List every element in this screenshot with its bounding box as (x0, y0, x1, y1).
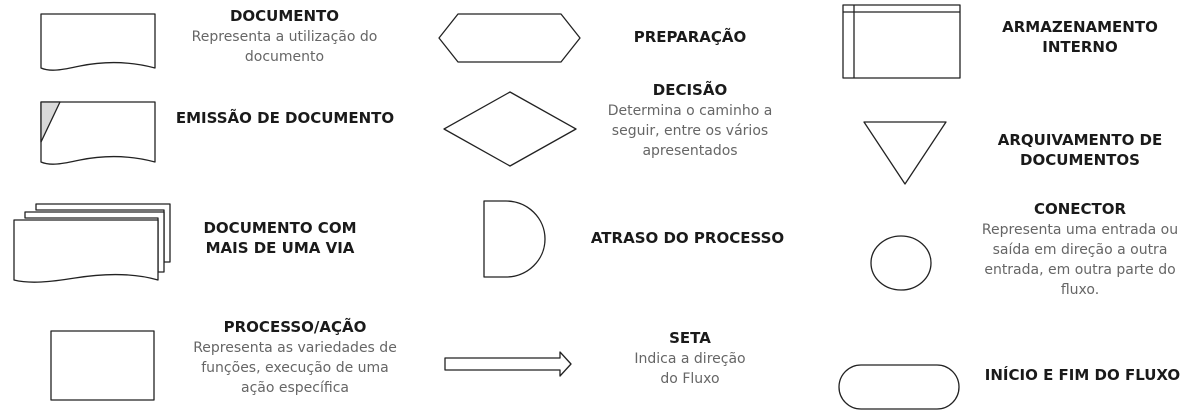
multi-copy-document-shape (13, 203, 171, 283)
preparacao-label: PREPARAÇÃO (600, 27, 780, 47)
decisao-title: DECISÃO (652, 81, 728, 99)
conector-desc-line1: Representa uma entrada ou (981, 222, 1179, 238)
preparation-hexagon (438, 13, 581, 63)
document-emission-shape (40, 101, 156, 165)
decisao-desc-line1: Determina o caminho a (607, 103, 773, 119)
arquivamento-label: ARQUIVAMENTO DE DOCUMENTOS (975, 130, 1185, 170)
seta-label: SETA Indica a direção do Fluxo (600, 328, 780, 389)
arquivamento-title-line1: ARQUIVAMENTO DE (997, 131, 1163, 149)
seta-title: SETA (669, 329, 711, 347)
conector-label: CONECTOR Representa uma entrada ou saída… (962, 199, 1198, 300)
decisao-desc-line3: apresentados (642, 143, 738, 159)
conector-desc-line4: fluxo. (1060, 282, 1100, 298)
inicio-fim-label: INÍCIO E FIM DO FLUXO (970, 365, 1195, 385)
processo-desc-line2: funções, execução de uma (201, 360, 389, 376)
arrow-shape (444, 351, 572, 377)
conector-desc-line3: entrada, em outra parte do (984, 262, 1176, 278)
connector-circle (870, 235, 932, 291)
armazenamento-title-line1: ARMAZENAMENTO (1002, 18, 1158, 36)
atraso-title: ATRASO DO PROCESSO (590, 229, 785, 247)
delay-shape (483, 200, 546, 278)
processo-desc-line1: Representa as variedades de (193, 340, 397, 356)
processo-title: PROCESSO/AÇÃO (223, 318, 367, 336)
internal-storage-shape (842, 4, 961, 79)
preparacao-title: PREPARAÇÃO (633, 28, 747, 46)
doc-multi-title-line2: MAIS DE UMA VIA (205, 239, 355, 257)
documento-label: DOCUMENTO Representa a utilização do doc… (167, 6, 402, 67)
seta-desc-line2: do Fluxo (660, 371, 720, 387)
doc-multi-label: DOCUMENTO COM MAIS DE UMA VIA (180, 218, 380, 258)
document-emission-corner (40, 101, 61, 143)
document-shape (40, 13, 156, 71)
seta-desc-line1: Indica a direção (634, 351, 746, 367)
process-shape (50, 330, 155, 401)
documento-title: DOCUMENTO (229, 7, 340, 25)
conector-title: CONECTOR (1033, 200, 1127, 218)
conector-desc-line2: saída em direção a outra (992, 242, 1168, 258)
processo-label: PROCESSO/AÇÃO Representa as variedades d… (160, 317, 430, 398)
armazenamento-title-line2: INTERNO (1042, 38, 1118, 56)
decisao-desc-line2: seguir, entre os vários (611, 123, 769, 139)
emissao-title: EMISSÃO DE DOCUMENTO (175, 109, 395, 127)
doc-multi-title-line1: DOCUMENTO COM (203, 219, 357, 237)
archive-triangle (863, 121, 947, 185)
decision-diamond (443, 91, 577, 167)
decisao-label: DECISÃO Determina o caminho a seguir, en… (580, 80, 800, 161)
atraso-label: ATRASO DO PROCESSO (555, 228, 820, 248)
terminator-shape (838, 364, 960, 410)
processo-desc-line3: ação específica (241, 380, 349, 396)
inicio-fim-title: INÍCIO E FIM DO FLUXO (984, 366, 1181, 384)
emissao-label: EMISSÃO DE DOCUMENTO (165, 108, 405, 128)
armazenamento-label: ARMAZENAMENTO INTERNO (975, 17, 1185, 57)
documento-description: Representa a utilização do documento (191, 29, 378, 65)
arquivamento-title-line2: DOCUMENTOS (1020, 151, 1140, 169)
